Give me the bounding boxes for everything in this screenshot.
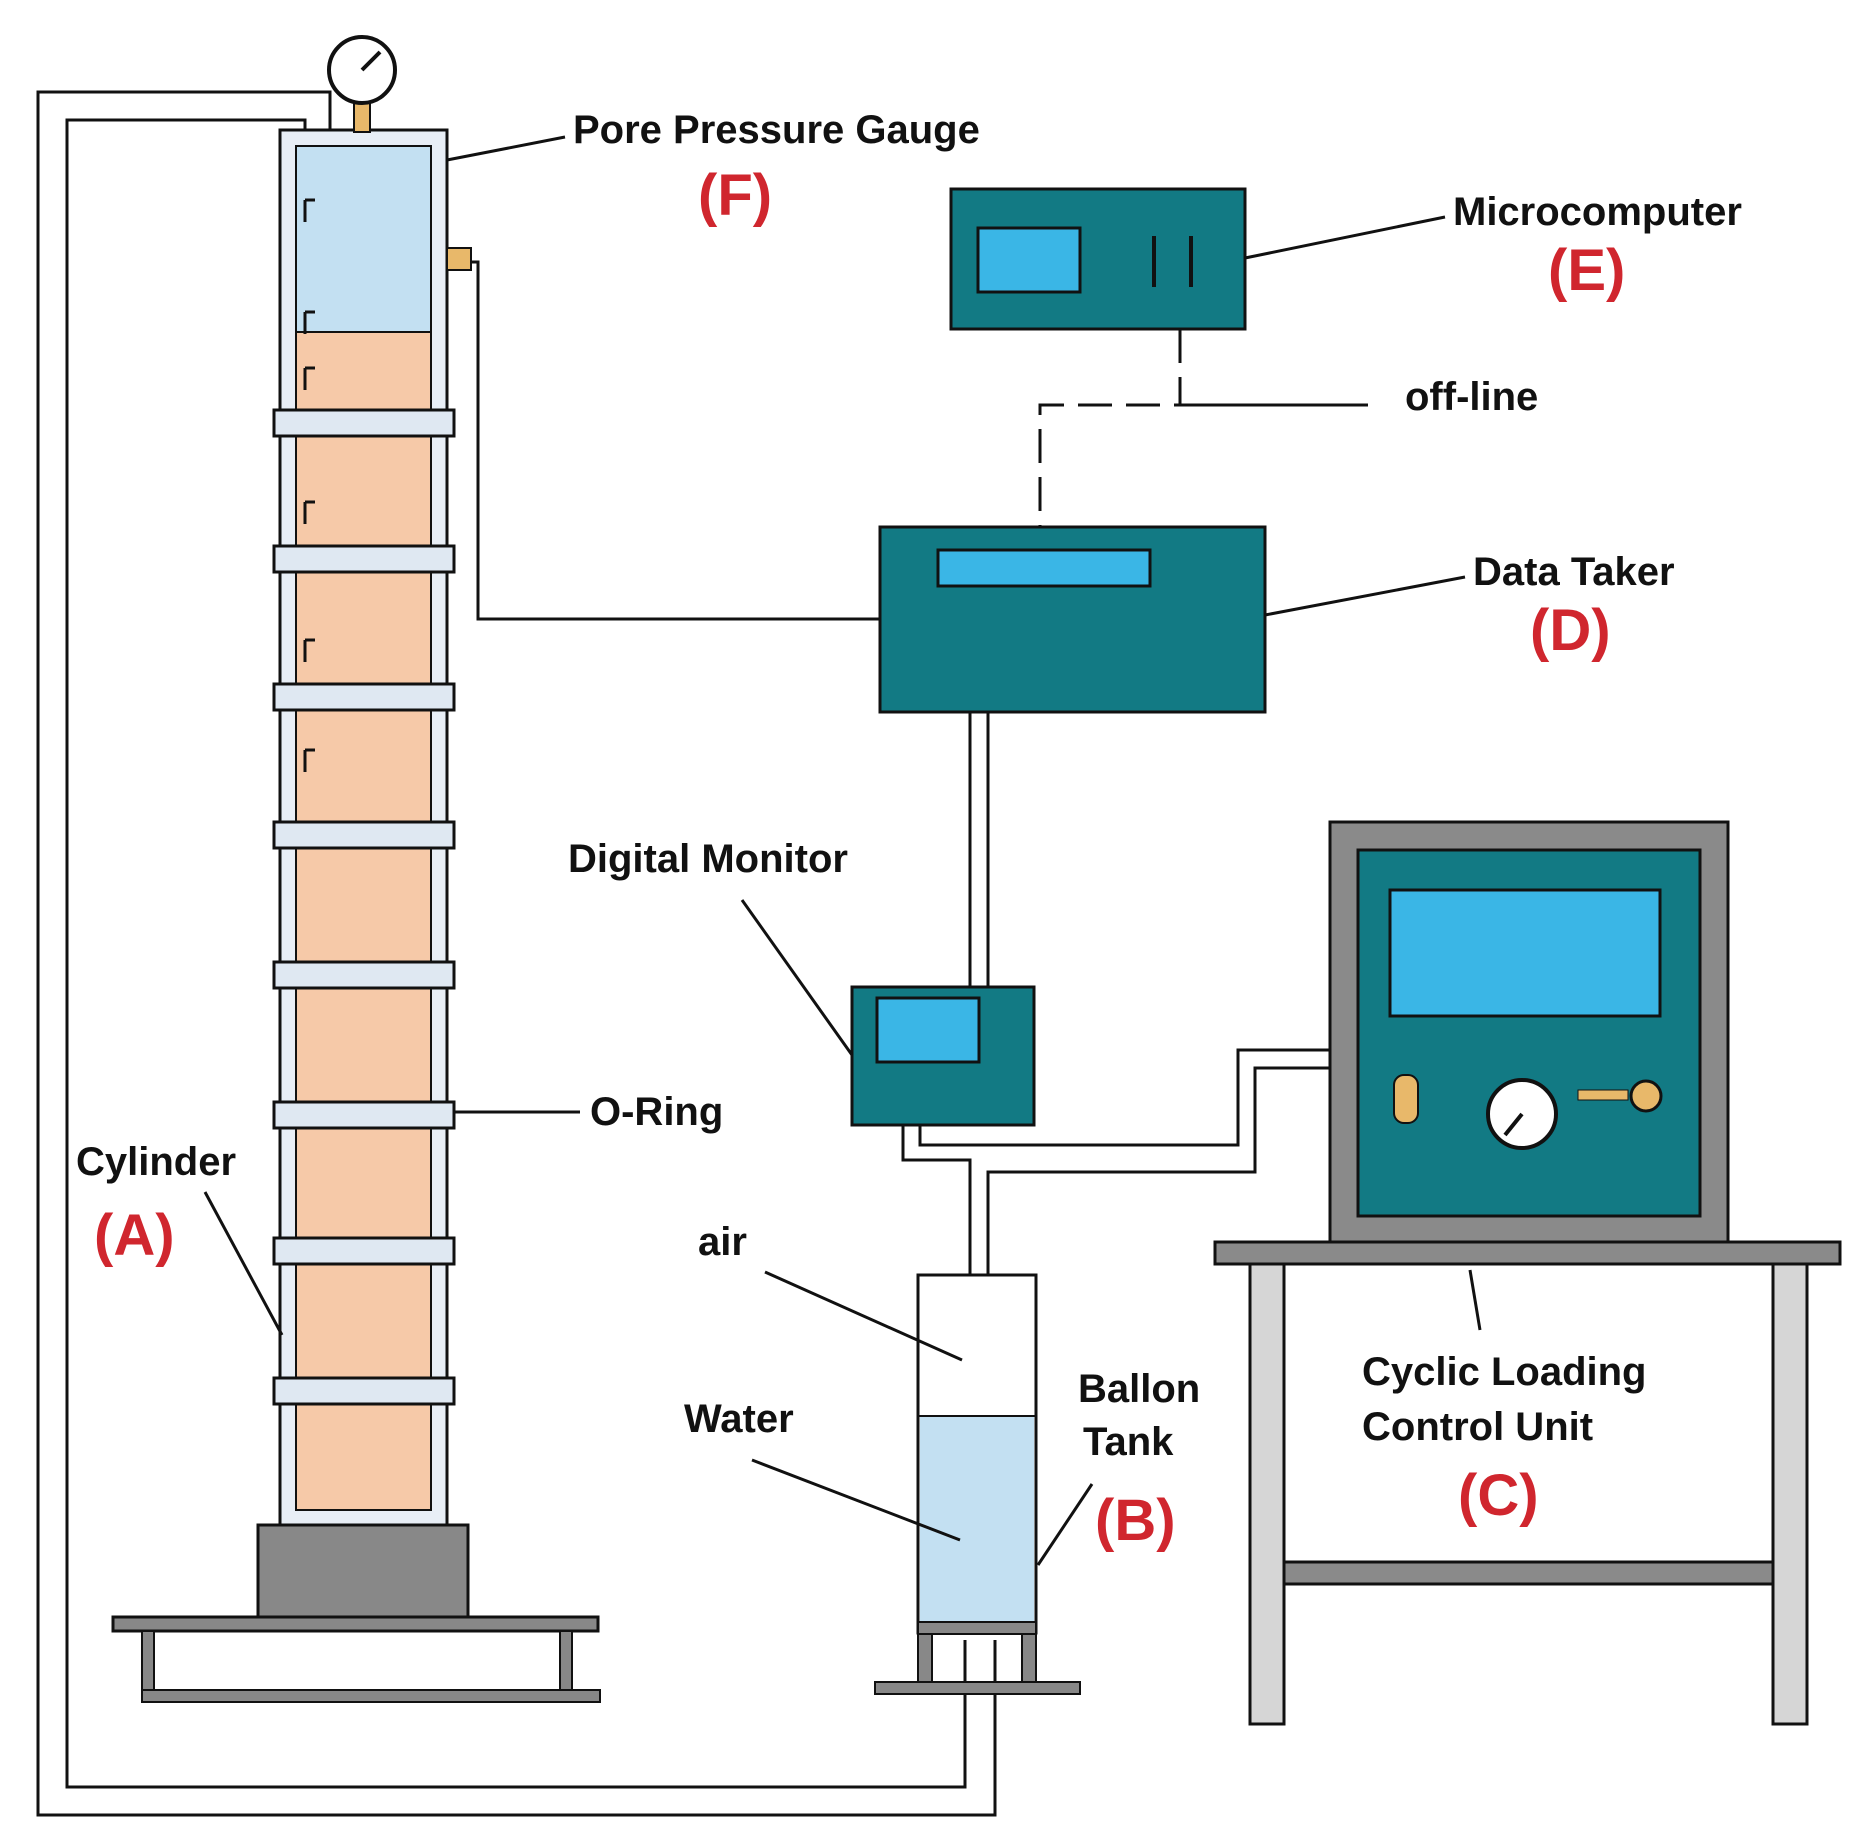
label-control-unit: Control Unit — [1362, 1405, 1593, 1449]
label-water: Water — [684, 1397, 794, 1441]
cylinder-water-top — [295, 145, 432, 333]
label-digital-monitor: Digital Monitor — [568, 837, 848, 881]
control-unit-screen — [1388, 888, 1662, 1018]
pore-pressure-gauge — [327, 35, 397, 133]
ballon-tank — [874, 1273, 1081, 1695]
tank-water — [920, 1416, 1034, 1631]
tag-c: (C) — [1458, 1463, 1539, 1528]
tag-a: (A) — [94, 1203, 175, 1268]
label-cyclic-loading: Cyclic Loading — [1362, 1350, 1647, 1394]
label-pore-pressure-gauge: Pore Pressure Gauge — [573, 108, 980, 152]
label-air: air — [698, 1220, 747, 1264]
cyclic-loading-unit — [1213, 820, 1842, 1726]
tag-f: (F) — [698, 163, 772, 228]
cylinder-soil — [295, 331, 432, 1511]
cylinder — [111, 128, 601, 1703]
data-taker — [878, 525, 1267, 714]
label-off-line: off-line — [1405, 375, 1538, 419]
digital-monitor — [850, 985, 1036, 1127]
data-taker-display — [936, 548, 1152, 588]
leader-lines — [203, 135, 1482, 1566]
label-microcomputer: Microcomputer — [1453, 190, 1742, 234]
tag-d: (D) — [1530, 598, 1611, 663]
piezometer-ports — [303, 198, 315, 772]
label-tank: Tank — [1083, 1420, 1174, 1464]
label-data-taker: Data Taker — [1473, 550, 1675, 594]
label-o-ring: O-Ring — [590, 1090, 723, 1134]
cylinder-stand-top — [111, 1615, 600, 1633]
side-fitting — [446, 247, 472, 271]
microcomputer — [949, 187, 1247, 331]
tag-b: (B) — [1095, 1488, 1176, 1553]
o-ring-bands — [272, 408, 456, 1406]
table-top — [1213, 1240, 1842, 1266]
digital-monitor-screen — [875, 996, 981, 1064]
tubing — [36, 90, 1358, 1817]
label-ballon: Ballon — [1078, 1367, 1200, 1411]
cylinder-pedestal — [256, 1523, 470, 1619]
tag-e: (E) — [1548, 238, 1625, 303]
microcomputer-screen — [976, 226, 1082, 294]
off-line-link — [1038, 329, 1368, 528]
labels: Pore Pressure Gauge (F) Microcomputer (E… — [76, 108, 1742, 1553]
label-cylinder: Cylinder — [76, 1140, 236, 1184]
